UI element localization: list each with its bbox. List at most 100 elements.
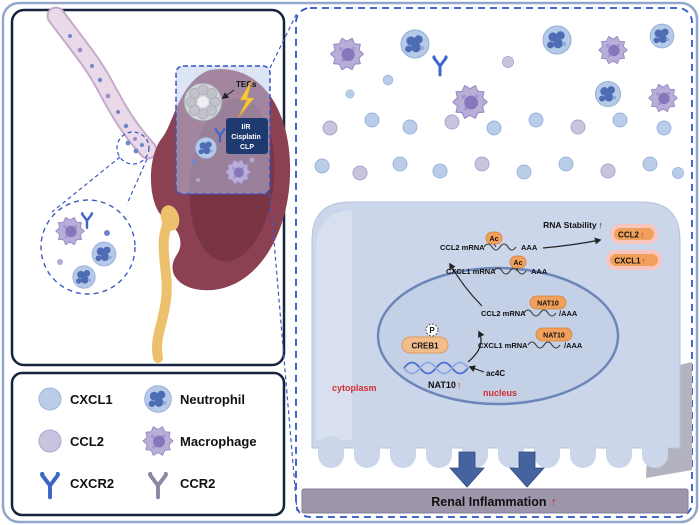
ac-tag-label: Ac [514, 260, 523, 267]
ccl2-molecule [57, 259, 63, 265]
cxcl1-molecule [672, 166, 684, 180]
cxcl1-molecule [432, 163, 448, 179]
cyto-cxcl1-tail: AAA [531, 267, 548, 276]
cxcl1-up-label: CXCL1↑ [614, 257, 645, 266]
ccl2-molecule [501, 56, 514, 68]
tecs-pointer [221, 89, 235, 99]
neutrophil-icon [594, 80, 622, 108]
ccl2-molecule [249, 157, 255, 163]
tubular-epithelial-cell: CREB1 P NAT10↑ ac4C CCL2 mRNA /AAA NAT10… [311, 201, 681, 468]
mrna-export-arrow [449, 262, 483, 307]
ccl2-legend-icon [38, 429, 62, 453]
rna-stability-arrow [542, 237, 602, 249]
legend-label-cxcl1: CXCL1 [70, 392, 113, 407]
ccl2-molecule [474, 156, 490, 172]
neutrophil-icon [400, 29, 430, 59]
phospho-circle [425, 323, 439, 337]
panel-connector-line [269, 12, 298, 69]
creb1-label: CREB1 [411, 342, 439, 351]
cxcl1-molecule [528, 112, 544, 128]
nat10-tag-label: NAT10 [537, 301, 559, 308]
cxcl1-molecule [382, 74, 394, 86]
cell-zoom-circle [40, 199, 136, 295]
ureter [152, 213, 175, 363]
ccl2-molecule [322, 120, 338, 136]
renal-inflammation-banner [301, 488, 689, 514]
legend-label-ccr2: CCR2 [180, 476, 215, 491]
vessel-cells [68, 34, 144, 154]
mrna-strand [523, 309, 557, 317]
ac4c-label: ac4C [486, 369, 505, 378]
mrna-strand [527, 341, 561, 349]
cyto-ccl2-mrna-label: CCL2 mRNA [440, 243, 485, 252]
injury-box-text: I/R Cisplatin CLP [231, 124, 263, 151]
down-arrow [449, 451, 485, 488]
cxcl1-molecule [402, 119, 418, 135]
phospho-label: P [429, 326, 435, 335]
nucleus-label: nucleus [483, 388, 517, 398]
cxcl1-molecule [612, 112, 628, 128]
transcription-arrow [467, 330, 485, 363]
renal-inflammation-label: Renal Inflammation↑ [431, 495, 557, 509]
ccl2-up-capsule [610, 224, 658, 244]
neutrophil-icon [72, 265, 96, 289]
neutrophil-icon [649, 23, 675, 49]
cxcl1-molecule [104, 230, 110, 236]
ccl2-molecule [570, 119, 586, 135]
nat10-tag [535, 327, 573, 342]
neutrophil-legend-icon [144, 385, 172, 413]
nucleus [376, 266, 620, 406]
nuclear-ccl2-mrna-label: CCL2 mRNA [481, 309, 526, 318]
blood-vessel [46, 6, 158, 160]
cxcl1-molecule [314, 158, 330, 174]
legend-label-macrophage: Macrophage [180, 434, 257, 449]
ccl2-up-label: CCL2↑ [618, 231, 644, 240]
cytoplasm-label: cytoplasm [332, 383, 377, 393]
ac-tag-label: Ac [490, 236, 499, 243]
nuclear-cxcl1-mrna-label: CXCL1 mRNA [478, 341, 528, 350]
down-arrow [509, 451, 545, 488]
cxcl1-molecule [656, 120, 672, 136]
injury-box [226, 118, 268, 154]
tubule-cross-section [183, 82, 223, 122]
legend-label-ccl2: CCL2 [70, 434, 104, 449]
neutrophil-icon [91, 241, 117, 267]
legend: CXCL1 Neutrophil CCL2 Macrophage CXCR2 C… [38, 385, 257, 500]
zoom-line [51, 156, 121, 213]
cyto-cxcl1-mrna-label: CXCL1 mRNA [446, 267, 496, 276]
dna-helix [403, 361, 469, 375]
zoom-line [126, 158, 148, 205]
mrna-strand [483, 243, 517, 251]
cxcl1-molecule [191, 159, 197, 165]
cell-highlight [316, 210, 352, 440]
legend-label-neutrophil: Neutrophil [180, 392, 245, 407]
ccl2-molecule [352, 165, 368, 181]
cxcl1-molecule [516, 164, 532, 180]
cxcl1-molecule [486, 120, 502, 136]
nat10-tag-label: NAT10 [543, 333, 565, 340]
zoom-circle-cells [55, 210, 117, 289]
ccl2-molecule [196, 178, 200, 182]
nat10-tag [529, 295, 567, 310]
mrna-strand [493, 267, 527, 275]
cxcl1-molecule [392, 156, 408, 172]
ac4c-pointer [468, 365, 485, 373]
vessel-zoom-circle [116, 131, 150, 165]
ccl2-molecule [600, 163, 616, 179]
rna-stability-label: RNA Stability↑ [543, 220, 603, 230]
neutrophil-icon [542, 25, 572, 55]
nuclear-cxcl1-tail: /AAA [564, 341, 583, 350]
creb1-box [401, 336, 449, 354]
cxcl1-molecule [558, 156, 574, 172]
ccl2-molecule [444, 114, 460, 130]
cxcl1-up-capsule [606, 250, 662, 270]
cxcl1-molecule [364, 112, 380, 128]
cytoplasmic-mrnas: CCL2 mRNA AAA Ac CXCL1 mRNA AAA Ac [440, 231, 548, 276]
legend-label-cxcr2: CXCR2 [70, 476, 114, 491]
nuclear-mrnas: CCL2 mRNA /AAA NAT10 CXCL1 mRNA /AAA NAT… [478, 295, 583, 350]
cxcl1-molecule [345, 89, 355, 99]
tecs-label: TECs [236, 80, 257, 89]
cyto-ccl2-tail: AAA [521, 243, 538, 252]
nuclear-ccl2-tail: /AAA [559, 309, 578, 318]
